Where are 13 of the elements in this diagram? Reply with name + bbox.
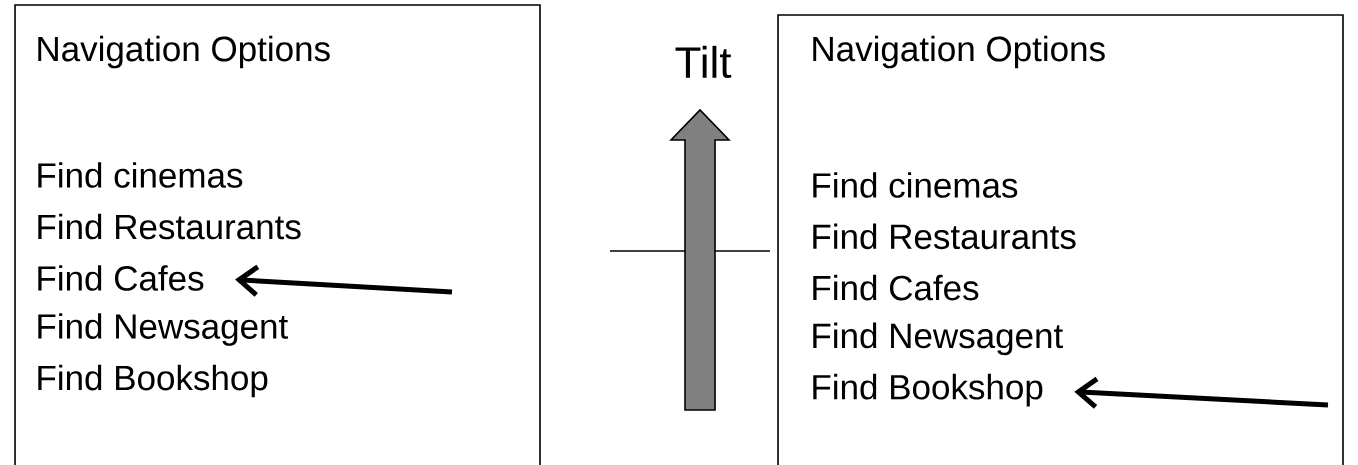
pointer-arrow [1074, 376, 1329, 409]
menu-item: Find Cafes [813, 274, 979, 301]
tilt-label: Tilt [675, 45, 732, 79]
menu-item: Find Bookshop [813, 373, 1043, 407]
menu-item: Find Cafes [38, 265, 204, 291]
pointer-arrow [235, 264, 453, 297]
menu-item: Find Newsagent [813, 322, 1063, 356]
menu-item: Find Restaurants [813, 223, 1076, 250]
menu-item: Find cinemas [38, 162, 243, 188]
menu-item: Find cinemas [813, 172, 1018, 198]
menu-item: Find Newsagent [38, 313, 288, 346]
menu-item: Find Restaurants [38, 213, 301, 240]
menu-item: Find Bookshop [38, 364, 268, 398]
